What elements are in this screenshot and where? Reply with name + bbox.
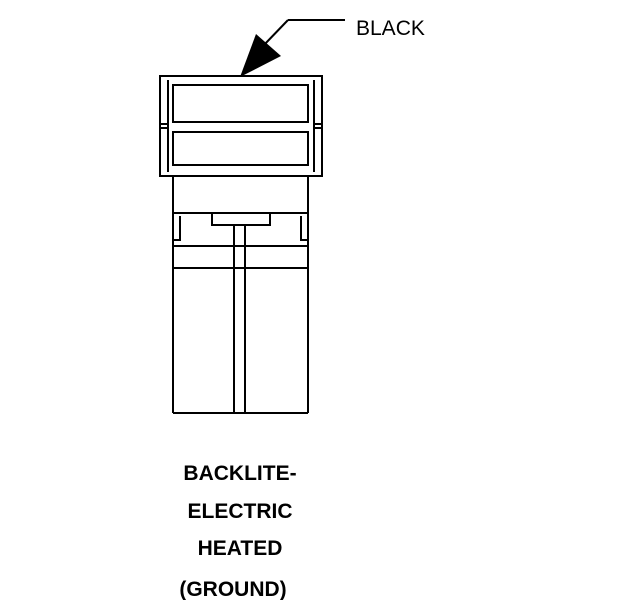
callout-leader [262, 19, 345, 47]
leader-diagonal [262, 19, 289, 47]
connector-head [159, 75, 323, 177]
body-collar-right-notch [300, 216, 308, 241]
caption-line-4: (GROUND) [179, 578, 286, 600]
connector-housing-outline [159, 75, 323, 177]
terminal-cavity-lower [172, 131, 309, 166]
caption-line-1: BACKLITE- [183, 462, 296, 485]
callout-arrowhead [240, 34, 281, 77]
callout-label-black: BLACK [356, 17, 425, 40]
body-collar-left-notch [173, 216, 181, 241]
connector-body [172, 176, 309, 414]
caption-line-2: ELECTRIC [188, 500, 293, 523]
terminal-cavity-upper [172, 84, 309, 123]
terminal-crimp-tab [211, 212, 271, 226]
caption-line-3: HEATED [198, 537, 283, 560]
connector-caption: BACKLITE- ELECTRIC HEATED (GROUND) [179, 462, 296, 600]
